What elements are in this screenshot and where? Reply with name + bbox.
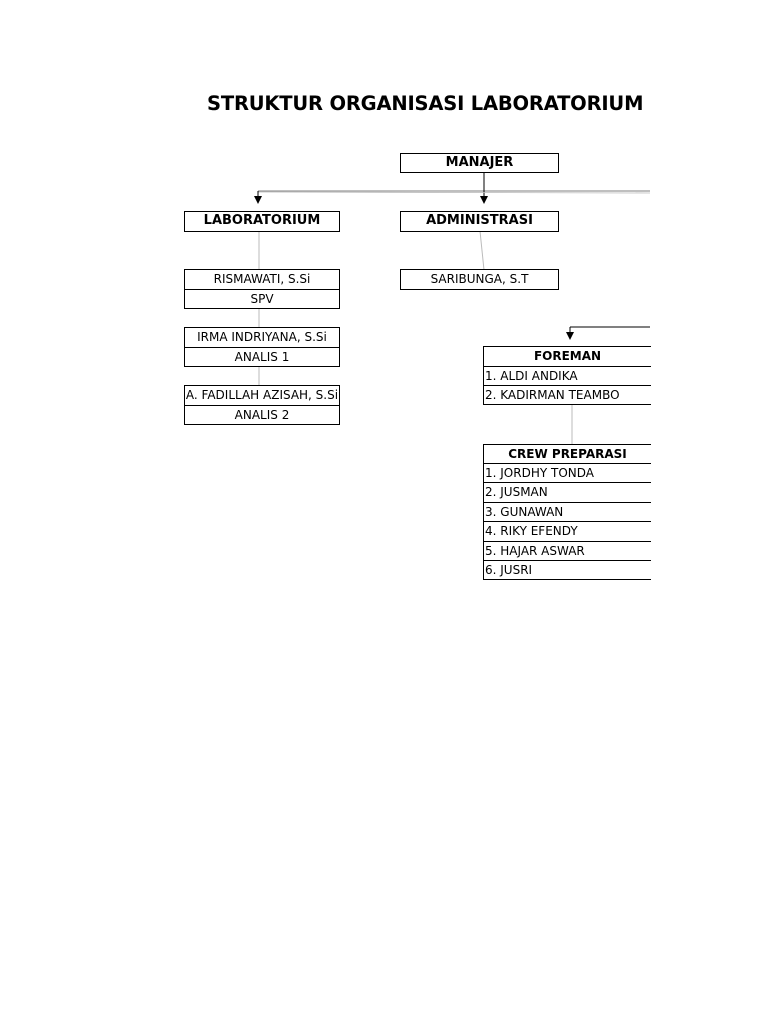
crew-member: 2. JUSMAN bbox=[483, 482, 652, 503]
node-administrasi: ADMINISTRASI bbox=[400, 211, 559, 232]
node-foreman: FOREMAN bbox=[483, 346, 652, 367]
node-laboratorium: LABORATORIUM bbox=[184, 211, 340, 232]
link-bus-light bbox=[257, 191, 651, 194]
node-analis1-name: IRMA INDRIYANA, S.Si bbox=[184, 327, 340, 348]
foreman-member: 1. ALDI ANDIKA bbox=[483, 366, 652, 386]
node-spv-role: SPV bbox=[184, 289, 340, 309]
node-manajer: MANAJER bbox=[400, 153, 559, 173]
node-spv-name: RISMAWATI, S.Si bbox=[184, 269, 340, 290]
node-admin-staff: SARIBUNGA, S.T bbox=[400, 269, 559, 290]
crew-member: 4. RIKY EFENDY bbox=[483, 521, 652, 542]
page-title: STRUKTUR ORGANISASI LABORATORIUM PREPARA… bbox=[207, 92, 650, 115]
node-crew-preparasi: CREW PREPARASI bbox=[483, 444, 652, 464]
link-admin-staff bbox=[479, 230, 485, 271]
node-analis2-role: ANALIS 2 bbox=[184, 405, 340, 425]
crew-member: 5. HAJAR ASWAR bbox=[483, 541, 652, 561]
node-analis1-role: ANALIS 1 bbox=[184, 347, 340, 367]
crew-member: 3. GUNAWAN bbox=[483, 502, 652, 522]
crew-member: 6. JUSRI bbox=[483, 560, 652, 580]
crew-member: 1. JORDHY TONDA bbox=[483, 463, 652, 483]
page-crop-edge bbox=[651, 0, 768, 1024]
node-analis2-name: A. FADILLAH AZISAH, S.Si bbox=[184, 385, 340, 406]
foreman-member: 2. KADIRMAN TEAMBO bbox=[483, 385, 652, 405]
